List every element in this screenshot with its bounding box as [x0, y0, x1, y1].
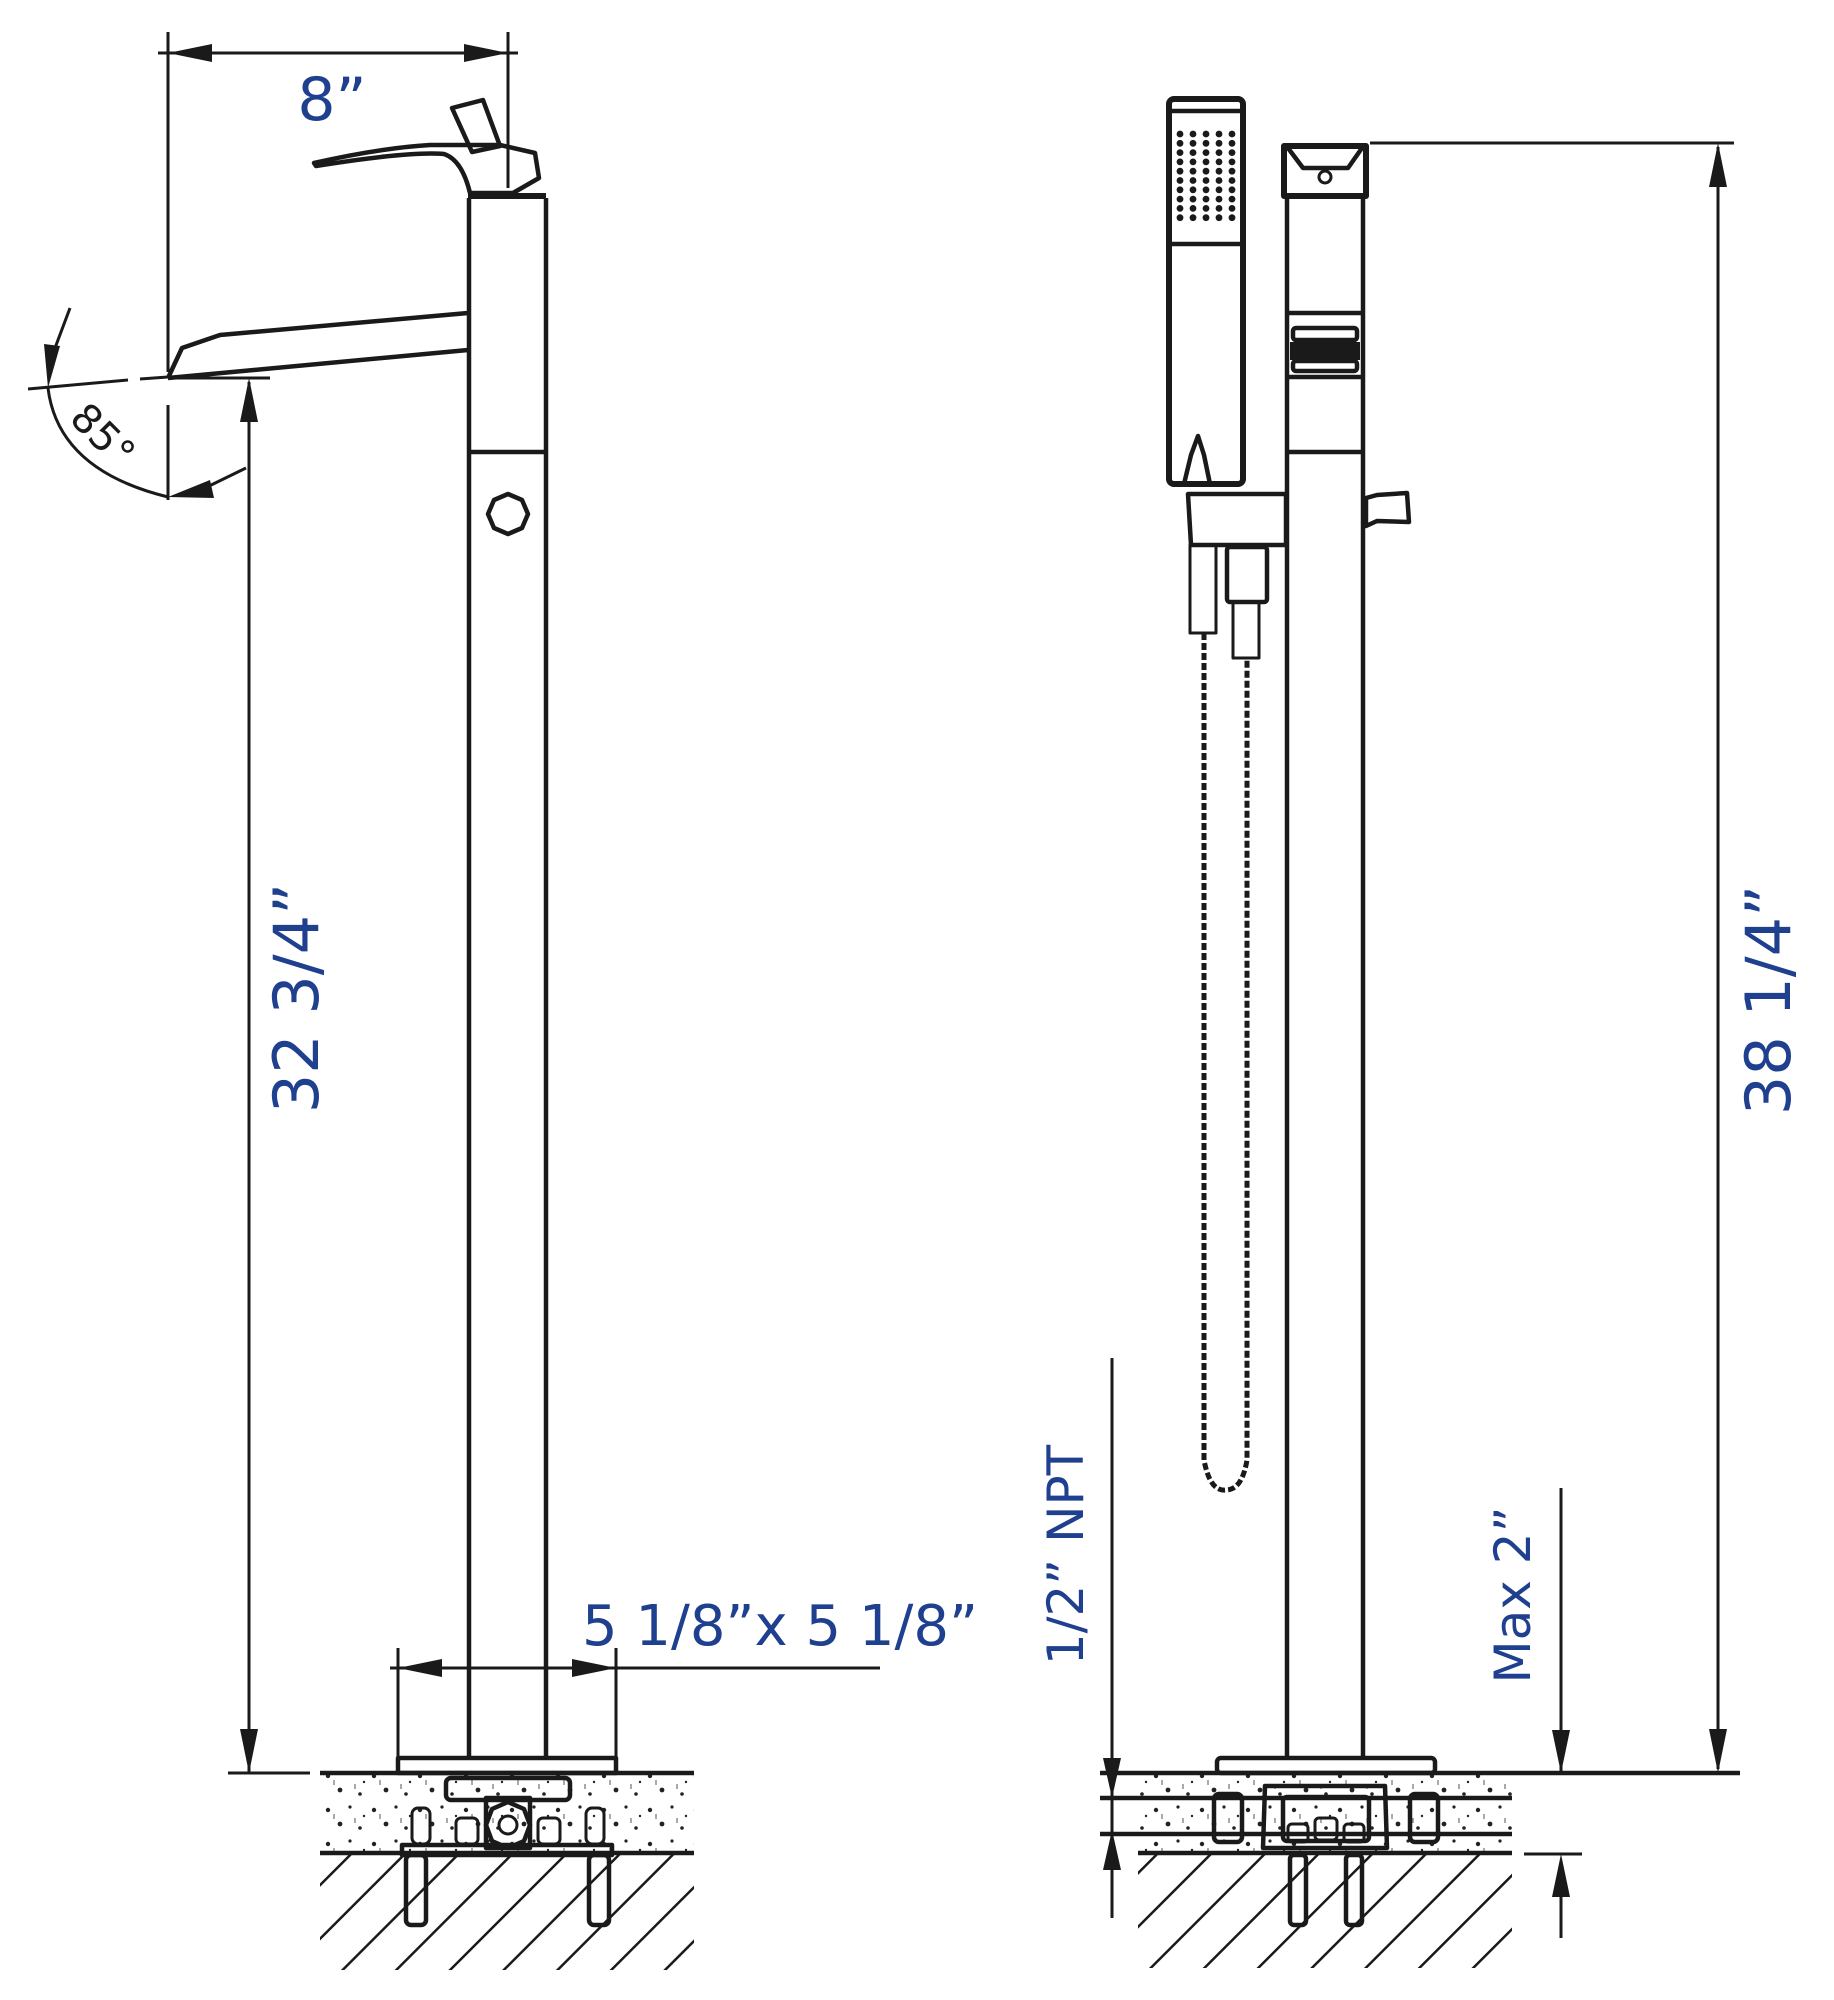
npt-label: 1/2” NPT — [1037, 1444, 1095, 1665]
left-faucet-view: 85° 32 3/4” 8” 5 1/8”x 5 1/8” — [0, 32, 978, 2000]
overall-height-label: 38 1/4” — [1732, 885, 1805, 1116]
right-faucet-view: 38 1/4” 1/2” NPT Max 2” — [1037, 96, 1834, 2000]
hex-nut-icon — [485, 491, 531, 537]
spout — [165, 310, 469, 381]
overall-height-dimension: 38 1/4” — [1370, 141, 1805, 1773]
left-floor-section — [0, 1755, 800, 2000]
right-floor-section — [1090, 1755, 1834, 2000]
left-pipe-body — [466, 198, 549, 1758]
base-plate-dimension: 5 1/8”x 5 1/8” — [390, 1594, 978, 1772]
spout-reach-dimension — [158, 32, 518, 372]
spout-height-dimension: 32 3/4” — [228, 378, 333, 1775]
spout-angle-label: 85° — [61, 395, 144, 478]
spout-height-label: 32 3/4” — [260, 883, 333, 1114]
spray-nozzles — [1176, 130, 1236, 222]
npt-dimension: 1/2” NPT — [1037, 1358, 1121, 1918]
shower-hose — [1201, 633, 1250, 1493]
max-floor-dimension: Max 2” — [1484, 1488, 1582, 1938]
base-plate-label: 5 1/8”x 5 1/8” — [582, 1594, 978, 1659]
lever-handle — [311, 97, 546, 199]
spout-reach-label: 8” — [297, 65, 366, 135]
spout-angle-dimension: 85° — [27, 307, 270, 500]
hand-shower — [1166, 96, 1246, 487]
right-pipe-body — [1281, 143, 1412, 1758]
diverter-knob — [1363, 490, 1412, 529]
max-floor-label: Max 2” — [1484, 1507, 1542, 1684]
